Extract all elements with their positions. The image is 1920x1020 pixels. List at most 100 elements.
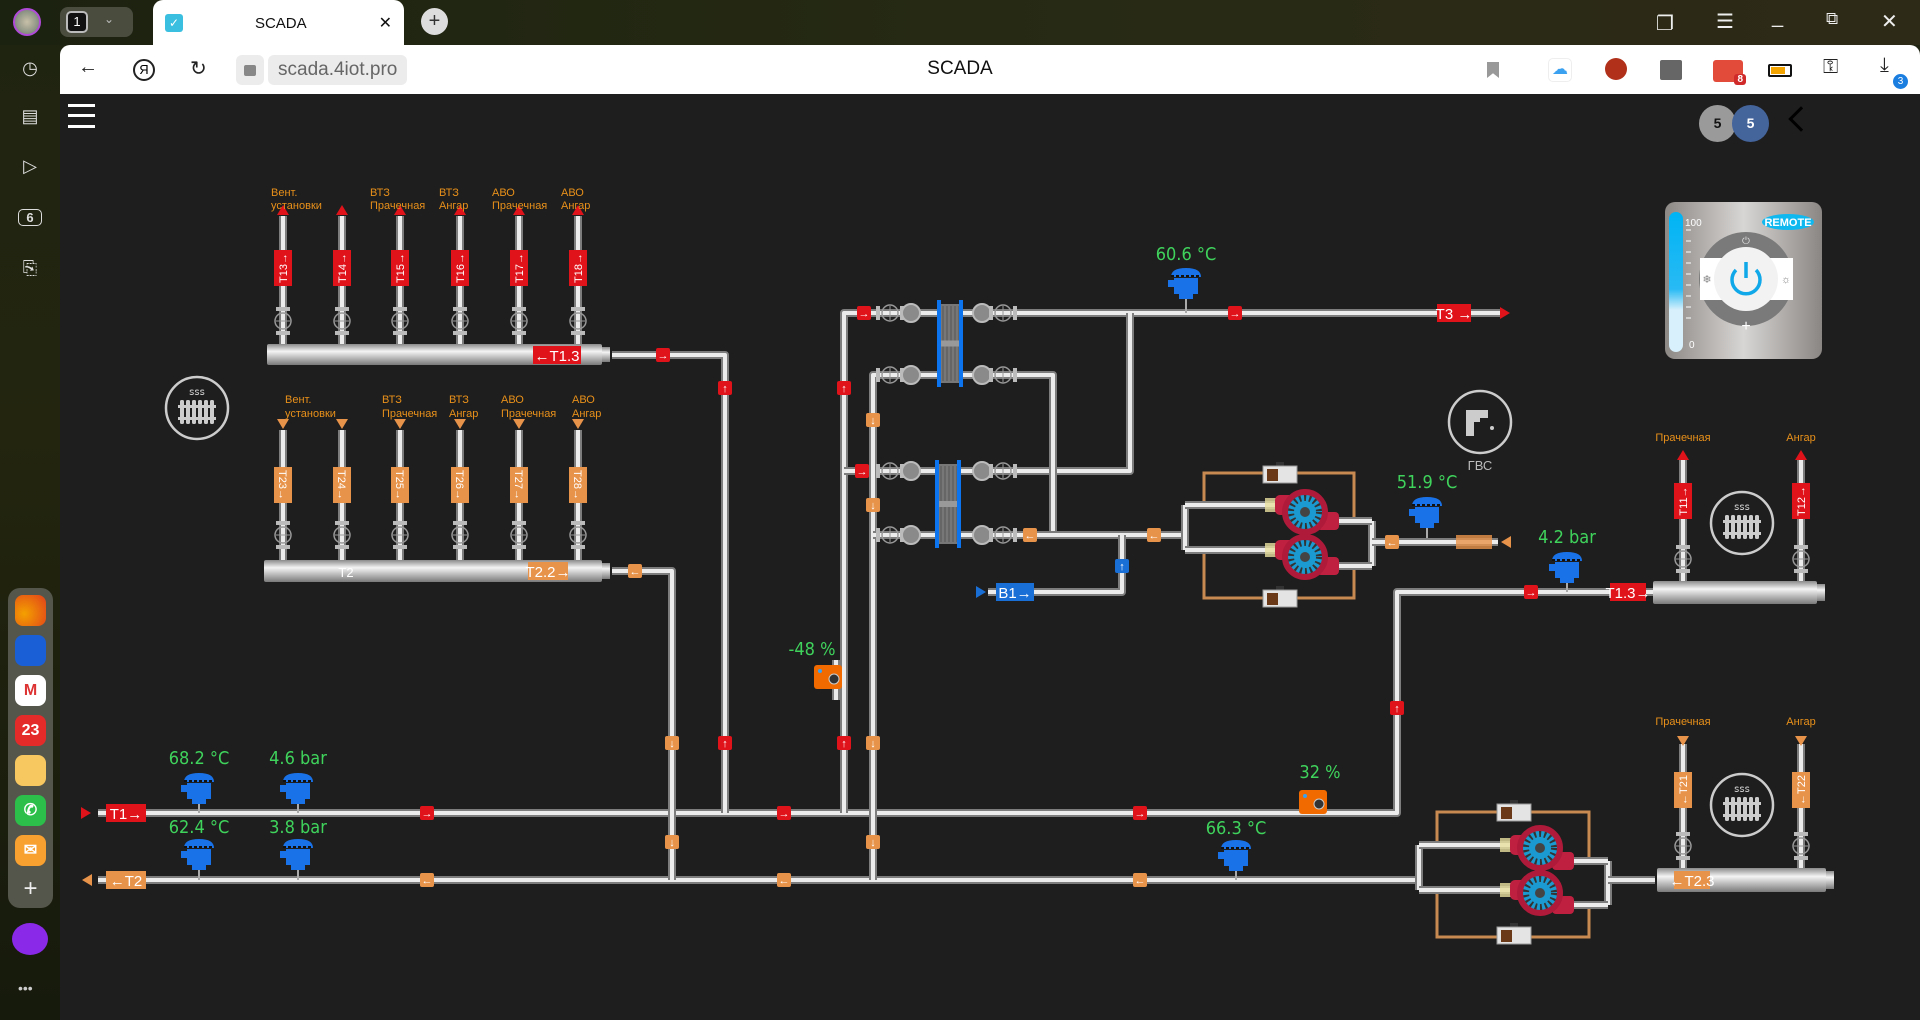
flow-marker xyxy=(665,736,679,750)
icloud-icon[interactable]: ☁ xyxy=(1548,58,1572,82)
t2-pressure-value: 3.8 bar xyxy=(269,817,327,838)
power-icon[interactable] xyxy=(1730,268,1762,296)
shutoff-valve-icon[interactable] xyxy=(391,307,409,335)
extension-stamp-icon[interactable] xyxy=(1605,58,1627,80)
minimize-icon[interactable]: _ xyxy=(1772,6,1784,28)
circulation-pump-icon[interactable] xyxy=(1500,825,1574,871)
plus-icon[interactable]: + xyxy=(1741,318,1750,335)
yandex-icon[interactable]: Я xyxy=(133,59,155,81)
more-icon[interactable]: ••• xyxy=(18,980,33,996)
new-tab-button[interactable]: + xyxy=(421,8,448,35)
shutoff-valve-icon[interactable] xyxy=(333,307,351,335)
bookmark-icon[interactable] xyxy=(1487,62,1499,78)
status-badge-gray[interactable]: 5 xyxy=(1699,105,1736,142)
battery-icon[interactable] xyxy=(1768,64,1792,77)
temperature-sensor-t2[interactable] xyxy=(181,839,214,880)
profile-avatar[interactable] xyxy=(13,8,41,36)
tab-scada[interactable]: ✓ SCADA ✕ xyxy=(153,0,404,46)
plate-heat-exchanger-icon[interactable] xyxy=(935,460,961,548)
shutoff-valve-icon[interactable] xyxy=(274,521,292,549)
bookmarks-panel-icon[interactable]: ❐ xyxy=(1656,13,1674,35)
flow-marker xyxy=(718,736,732,750)
hx-supply-temperature-value: 60.6 °C xyxy=(1156,244,1217,265)
shutoff-valve-icon[interactable] xyxy=(1792,545,1810,573)
menu-icon[interactable]: ☰ xyxy=(1716,11,1734,33)
back-icon[interactable]: ← xyxy=(78,56,98,78)
url-field[interactable]: scada.4iot.pro xyxy=(268,55,408,85)
circulation-pump-icon[interactable] xyxy=(1265,534,1339,580)
shutoff-valve-icon[interactable] xyxy=(333,521,351,549)
temperature-sensor-dhw[interactable] xyxy=(1409,497,1442,542)
temperature-sensor-return[interactable] xyxy=(1218,840,1251,880)
branch-tag: T24→ xyxy=(335,470,347,500)
tabs-counter-icon[interactable]: 6 xyxy=(14,206,46,234)
shutoff-valve-icon[interactable] xyxy=(1674,832,1692,860)
downloads-icon[interactable]: ⤓ xyxy=(1880,54,1889,76)
valve-body xyxy=(994,366,1012,384)
branch-tag-bg xyxy=(510,250,528,286)
sun-icon[interactable]: ☼ xyxy=(1781,274,1791,286)
right-supply-manifold-cap xyxy=(1817,584,1825,601)
control-valve-1[interactable] xyxy=(814,665,842,689)
shutoff-valve-icon[interactable] xyxy=(451,307,469,335)
supply-manifold[interactable] xyxy=(267,344,602,365)
flow-arrow-glyph: → xyxy=(422,808,433,820)
shutoff-valve-icon[interactable] xyxy=(391,521,409,549)
add-app-icon[interactable]: + xyxy=(23,875,38,902)
close-tab-icon[interactable]: ✕ xyxy=(378,15,392,32)
shutoff-valve-icon[interactable] xyxy=(989,462,1017,480)
lock-icon[interactable] xyxy=(236,55,264,85)
circulation-pump-icon[interactable] xyxy=(1265,489,1339,535)
shutoff-valve-icon[interactable] xyxy=(510,521,528,549)
shutoff-valve-icon[interactable] xyxy=(1792,832,1810,860)
app-calendar-icon[interactable]: 23 xyxy=(15,715,46,746)
hamburger-menu-icon[interactable] xyxy=(68,104,95,128)
shutoff-valve-icon[interactable] xyxy=(989,304,1017,322)
tab-group-button[interactable]: 1 ⌄ xyxy=(60,7,133,37)
control-valve-2[interactable] xyxy=(1299,790,1327,814)
return-manifold[interactable] xyxy=(264,560,602,582)
app-mail-icon[interactable]: ✉ xyxy=(15,835,46,866)
plate-heat-exchanger-icon[interactable] xyxy=(937,300,963,387)
pressure-sensor-t2[interactable] xyxy=(280,839,313,880)
reload-icon[interactable]: ↻ xyxy=(190,58,207,80)
video-icon[interactable]: ▷ xyxy=(23,156,37,176)
standby-icon[interactable]: ⏻ xyxy=(1742,236,1750,247)
app-notes-icon[interactable] xyxy=(15,755,46,786)
collections-icon[interactable]: ▤ xyxy=(21,106,39,126)
shutoff-valve-icon[interactable] xyxy=(569,307,587,335)
app-whatsapp-icon[interactable]: ✆ xyxy=(15,795,46,826)
shutoff-valve-icon[interactable] xyxy=(274,307,292,335)
radiator-circle xyxy=(1709,490,1775,556)
shutoff-valve-icon[interactable] xyxy=(451,521,469,549)
app-sun-icon[interactable] xyxy=(15,595,46,626)
shutoff-valve-icon[interactable] xyxy=(989,366,1017,384)
passwords-icon[interactable]: ⚿ xyxy=(1823,56,1839,78)
close-window-icon[interactable]: ✕ xyxy=(1881,11,1898,33)
branch-tag-bg xyxy=(274,250,292,286)
branch-label: Вент. xyxy=(271,187,297,199)
temperature-sensor-hx[interactable] xyxy=(1168,268,1201,313)
app-gmail-icon[interactable]: M xyxy=(15,675,46,706)
pressure-sensor-heating[interactable] xyxy=(1549,552,1582,592)
shutoff-valve-icon[interactable] xyxy=(989,526,1017,544)
history-icon[interactable]: ◷ xyxy=(22,58,38,78)
sensor-neck xyxy=(192,865,206,870)
screenshot-icon[interactable]: ⎘ xyxy=(22,258,38,278)
circulation-pump-icon[interactable] xyxy=(1500,870,1574,916)
temperature-sensor-t1[interactable] xyxy=(181,773,214,813)
alice-assistant-icon[interactable] xyxy=(12,923,48,955)
pressure-sensor-t1[interactable] xyxy=(280,773,313,813)
shutoff-valve-icon[interactable] xyxy=(510,307,528,335)
app-disk-icon[interactable] xyxy=(15,635,46,666)
mail-extension-icon[interactable]: 8 xyxy=(1713,60,1746,85)
status-badge-blue[interactable]: 5 xyxy=(1732,105,1769,142)
shutoff-valve-icon[interactable] xyxy=(569,521,587,549)
restore-icon[interactable]: ⧉ xyxy=(1826,9,1839,28)
branch-tag-bg xyxy=(1792,772,1810,808)
right-supply-manifold[interactable] xyxy=(1653,581,1817,604)
snowflake-icon[interactable]: ❄ xyxy=(1702,274,1711,286)
remote-control-panel[interactable]: + ❄ ☼ ⏻ xyxy=(1665,202,1822,359)
shutoff-valve-icon[interactable] xyxy=(1674,545,1692,573)
extension-box-icon[interactable] xyxy=(1660,60,1682,80)
